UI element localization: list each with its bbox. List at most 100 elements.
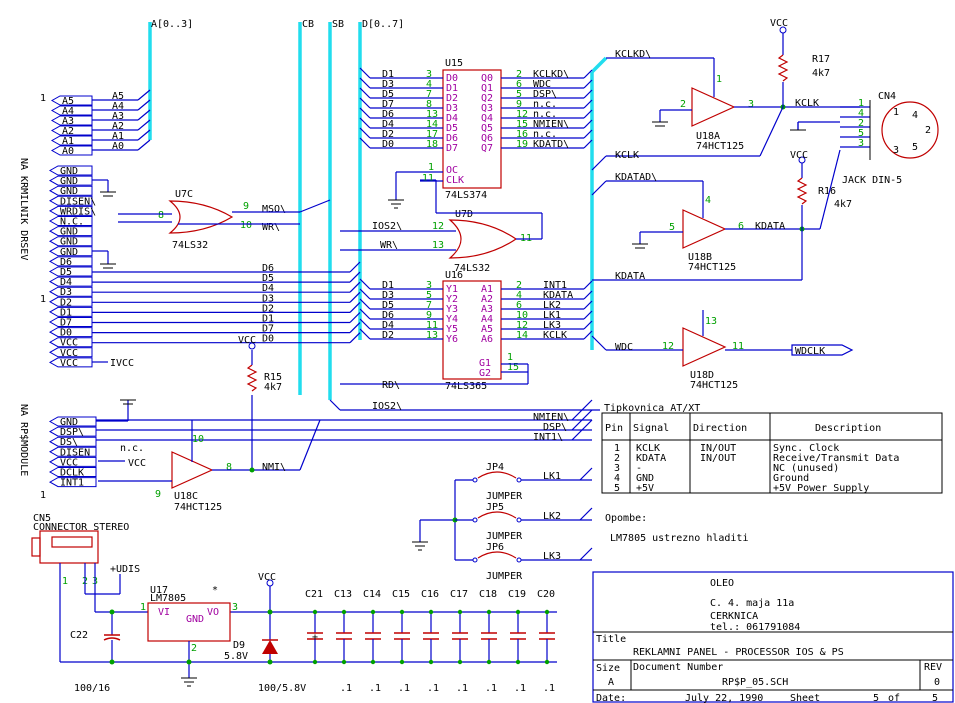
left-pin-13: D2 xyxy=(48,296,93,308)
u17-pin-2: 2 xyxy=(191,643,197,654)
u16-right-name-3: A4 xyxy=(481,314,493,325)
u16-left-pin-1: 5 xyxy=(426,290,432,301)
u7d-net-in1: IOS2\ xyxy=(372,221,402,232)
address-port-0-text: A5 xyxy=(62,96,74,107)
address-port-1-text: A4 xyxy=(62,106,74,117)
cb-bus-label: CB xyxy=(302,19,314,30)
data-line-label-6: D7 xyxy=(262,324,274,335)
bottom-pin-0-text: GND xyxy=(60,417,78,428)
u16-left-net-1: D3 xyxy=(382,290,394,301)
u15-left-net-2: D5 xyxy=(382,89,394,100)
wdc-net-label: WDC xyxy=(615,342,633,353)
r15-vcc-label: VCC xyxy=(238,335,256,346)
u7d-gate: U7D 74LS32 12 13 11 IOS2\ WR\ xyxy=(340,179,543,274)
u18b-name: U18B xyxy=(688,252,712,263)
jumper-0-bottom: JUMPER xyxy=(486,491,523,502)
left-pin-15-text: D7 xyxy=(60,318,72,329)
left-pin-9-text: D6 xyxy=(60,257,72,268)
left-pin-7-text: GND xyxy=(60,237,78,248)
bottom-pin-4: VCC xyxy=(48,456,97,468)
data-line-label-1: D5 xyxy=(262,273,274,284)
lk3-net-label: LK3 xyxy=(543,551,561,562)
u16-left-pin-4: 11 xyxy=(426,320,438,331)
left-pin-0: GND xyxy=(48,165,93,177)
left-pin-18: VCC xyxy=(48,347,93,359)
u16-right-name-1: A2 xyxy=(481,294,493,305)
address-port-4: A1 xyxy=(50,135,93,147)
left-pin-11: D4 xyxy=(48,276,93,288)
address-wire-label-2: A3 xyxy=(112,111,124,122)
cn4-pin-2: 2 xyxy=(858,118,864,129)
kclk-net-label-bus: KCLK xyxy=(615,150,639,161)
pinout-row-2-pin: 3 xyxy=(614,463,620,474)
u15-right-net-1: WDC xyxy=(533,79,551,90)
u16-left-pin-0: 3 xyxy=(426,280,432,291)
left-pin-12-text: D3 xyxy=(60,287,72,298)
decoupling-name-6: C18 xyxy=(479,589,497,600)
bottom-pin-3: DISEN xyxy=(48,446,97,458)
u17-pin-1: 1 xyxy=(140,602,146,613)
cn4-pin-4: 3 xyxy=(858,138,864,149)
address-port-pin1: 1 xyxy=(40,93,46,104)
u15-right-net-2: DSP\ xyxy=(533,89,557,100)
u15-right-name-7: Q7 xyxy=(481,143,493,154)
decoupling-name-2: C14 xyxy=(363,589,381,600)
left-pin-10-text: D5 xyxy=(60,267,72,278)
u7c-gate: U7C 74LS32 8 10 9 MSO\ WR\ xyxy=(118,189,331,251)
u15-left-pin-0: 3 xyxy=(426,69,432,80)
u15-right-net-6: n.c. xyxy=(533,129,557,140)
cn5-name: CN5 xyxy=(33,513,51,524)
u15-right-pin-6: 16 xyxy=(516,129,528,140)
left-pin-5: N.C. xyxy=(48,216,93,228)
c22-value: 100/16 xyxy=(74,683,110,694)
u15-right-pin-0: 2 xyxy=(516,69,522,80)
pinout-row-1-description: Receive/Transmit Data xyxy=(773,453,899,464)
left-pin-19: VCC xyxy=(48,357,93,369)
left-pin-1: GND xyxy=(48,175,93,187)
u7c-pin-out: 9 xyxy=(243,201,249,212)
u18a-name: U18A xyxy=(696,131,720,142)
u16-right-net-5: KCLK xyxy=(543,330,567,341)
u7c-pin-in1: 8 xyxy=(158,210,164,221)
sheet-label: Sheet xyxy=(790,693,820,703)
u16-ctrl-g2: G2 xyxy=(479,368,491,379)
left-pin-3: DISEN\ xyxy=(48,195,96,207)
u16-left-net-5: D2 xyxy=(382,330,394,341)
u18d-pin-in: 12 xyxy=(662,341,674,352)
left-pin-16: D0 xyxy=(48,327,93,339)
u15-right-pin-2: 5 xyxy=(516,89,522,100)
decoupling-name-4: C16 xyxy=(421,589,439,600)
nmien-net-label: NMIEN\ xyxy=(533,412,569,423)
u16-left-name-0: Y1 xyxy=(446,284,458,295)
u15-right-net-5: NMIEN\ xyxy=(533,119,569,130)
u15-right-net-3: n.c. xyxy=(533,99,557,110)
bottom-connector-pin1-marker: 1 xyxy=(40,490,46,501)
title-block: OLEO C. 4. maja 11a CERKNICA tel.: 06179… xyxy=(592,571,954,703)
u16-right-pin-3: 10 xyxy=(516,310,528,321)
u17-part: LM7805 xyxy=(150,593,186,604)
bottom-pin-0: GND xyxy=(48,416,97,428)
u15-left-pin-6: 17 xyxy=(426,129,438,140)
u17-pin-3: 3 xyxy=(232,602,238,613)
left-connector-pin1-marker: 1 xyxy=(40,294,46,305)
decoupling-name-7: C19 xyxy=(508,589,526,600)
u18a-pin-out: 3 xyxy=(748,99,754,110)
u15-right-pin-7: 19 xyxy=(516,139,528,150)
u15-right-name-2: Q2 xyxy=(481,93,493,104)
decoupling-name-1: C13 xyxy=(334,589,352,600)
note-title: Opombe: xyxy=(605,513,647,524)
left-pin-14-text: D1 xyxy=(60,307,72,318)
u15-left-name-7: D7 xyxy=(446,143,458,154)
left-pin-9: D6 xyxy=(48,256,93,268)
u18c-pin-in: 9 xyxy=(155,489,161,500)
bottom-pin-5: DCLK xyxy=(48,467,97,479)
u15-right-name-4: Q4 xyxy=(481,113,493,124)
pinout-row-2-description: NC (unused) xyxy=(773,463,839,474)
u18a-part: 74HCT125 xyxy=(696,141,744,152)
bottom-connector-nc: n.c. xyxy=(120,443,144,454)
u17-name: U17 xyxy=(150,585,168,596)
